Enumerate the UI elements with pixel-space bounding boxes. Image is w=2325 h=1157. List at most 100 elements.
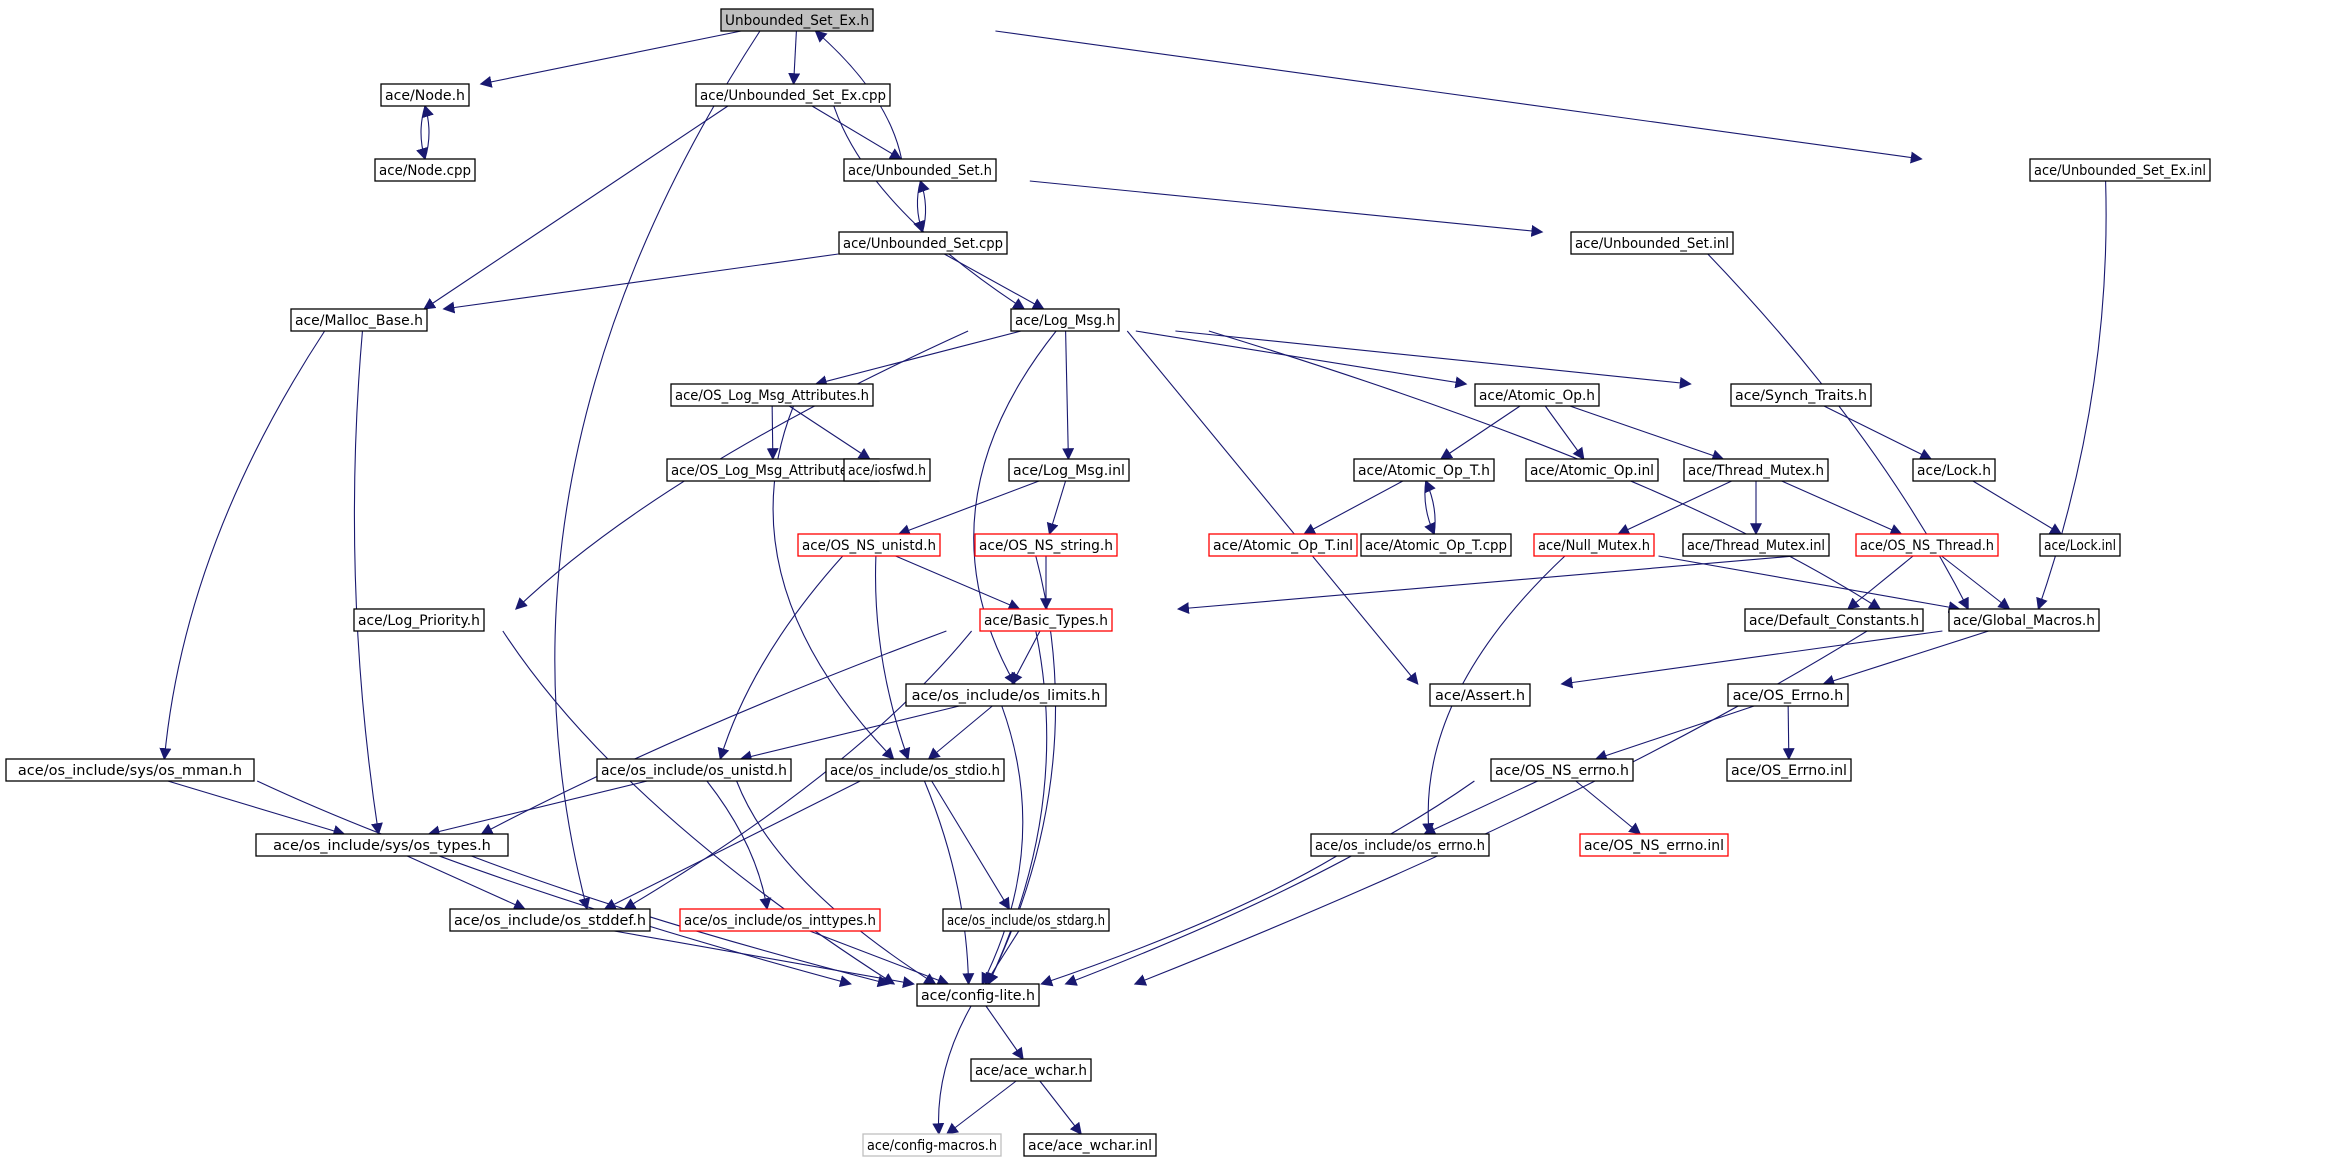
file-node[interactable]: ace/OS_Errno.inl	[1726, 758, 1852, 782]
file-node[interactable]: ace/OS_Errno.h	[1727, 683, 1849, 707]
dependency-edge	[422, 104, 434, 160]
file-node[interactable]: ace/os_include/os_inttypes.h	[679, 908, 881, 932]
file-node[interactable]: ace/Atomic_Op.inl	[1525, 458, 1659, 482]
file-node-box	[1912, 458, 1996, 482]
file-node[interactable]: ace/OS_NS_unistd.h	[797, 533, 941, 557]
dependency-edge	[875, 555, 911, 761]
file-node[interactable]: ace/Null_Mutex.h	[1533, 533, 1655, 557]
dependency-edge	[931, 780, 1010, 911]
file-node-label: ace/Log_Msg.h	[1015, 313, 1115, 329]
file-node[interactable]: ace/ace_wchar.h	[970, 1058, 1092, 1082]
file-node-label: ace/OS_Log_Msg_Attributes.inl	[671, 463, 875, 479]
file-node[interactable]: ace/Lock.h	[1912, 458, 1996, 482]
file-node[interactable]: ace/config-lite.h	[916, 983, 1040, 1007]
dependency-edge	[442, 253, 839, 314]
file-node[interactable]: ace/OS_Log_Msg_Attributes.h	[670, 383, 874, 407]
file-node[interactable]: Unbounded_Set_Ex.h	[720, 8, 874, 32]
dependency-edge	[706, 780, 772, 911]
file-node[interactable]: ace/os_include/sys/os_types.h	[255, 833, 509, 857]
file-node-box	[1579, 833, 1729, 857]
file-node-label: ace/Thread_Mutex.h	[1688, 463, 1824, 479]
file-node-box	[374, 158, 476, 182]
file-node[interactable]: ace/os_include/sys/os_mman.h	[5, 758, 255, 782]
dependency-edge	[1847, 555, 1914, 610]
dependency-edge	[1658, 555, 1961, 614]
dependency-edge	[945, 1080, 1017, 1135]
file-node-label: ace/Thread_Mutex.inl	[1687, 538, 1825, 554]
file-node[interactable]: ace/os_include/os_limits.h	[905, 683, 1107, 707]
file-node-box	[825, 758, 1005, 782]
file-node-label: ace/os_include/sys/os_types.h	[273, 838, 491, 854]
file-node[interactable]: ace/Log_Priority.h	[353, 608, 485, 632]
file-node[interactable]: ace/config-macros.h	[862, 1133, 1002, 1157]
file-node[interactable]: ace/OS_NS_string.h	[974, 533, 1118, 557]
file-node-box	[2039, 533, 2121, 557]
file-node-label: ace/Default_Constants.h	[1749, 613, 1919, 629]
dependency-edge	[1617, 480, 1732, 535]
dependency-edge	[895, 555, 1021, 611]
file-node-box	[596, 758, 792, 782]
dependency-edge	[1822, 630, 1989, 687]
file-node[interactable]: ace/Log_Msg.h	[1010, 308, 1120, 332]
file-node[interactable]: ace/Thread_Mutex.inl	[1682, 533, 1830, 557]
file-node[interactable]: ace/Unbounded_Set.inl	[1570, 231, 1734, 255]
file-node[interactable]: ace/Unbounded_Set_Ex.cpp	[695, 83, 891, 107]
file-node-label: ace/Unbounded_Set.inl	[1575, 236, 1729, 252]
dependency-edge	[811, 105, 902, 160]
file-node[interactable]: ace/os_include/os_stdarg.h	[942, 908, 1110, 932]
file-node[interactable]: ace/Lock.inl	[2039, 533, 2121, 557]
file-node[interactable]: ace/Assert.h	[1429, 683, 1531, 707]
dependency-edge	[471, 855, 890, 988]
file-node-label: ace/OS_Log_Msg_Attributes.h	[675, 388, 869, 404]
dependency-edge	[1064, 780, 1475, 986]
file-node[interactable]: ace/ace_wchar.inl	[1023, 1133, 1157, 1157]
dependency-edge	[788, 30, 801, 86]
file-node-box	[970, 1058, 1092, 1082]
file-node-label: ace/Synch_Traits.h	[1735, 388, 1867, 404]
dependency-edge	[987, 630, 1048, 986]
file-node-label: Unbounded_Set_Ex.h	[725, 13, 869, 29]
dependency-edge	[1823, 405, 1933, 460]
file-node[interactable]: ace/Atomic_Op_T.h	[1353, 458, 1495, 482]
file-node-box	[1008, 458, 1130, 482]
file-node-label: ace/Unbounded_Set_Ex.cpp	[700, 88, 886, 104]
file-node-label: ace/Assert.h	[1435, 688, 1525, 704]
file-node[interactable]: ace/os_include/os_stdio.h	[825, 758, 1005, 782]
file-node[interactable]: ace/os_include/os_errno.h	[1310, 833, 1490, 857]
file-node[interactable]: ace/Unbounded_Set.h	[843, 158, 997, 182]
file-node-label: ace/OS_NS_errno.inl	[1584, 838, 1724, 854]
file-node[interactable]: ace/Unbounded_Set.cpp	[838, 231, 1008, 255]
file-node[interactable]: ace/Node.cpp	[374, 158, 476, 182]
file-node[interactable]: ace/OS_NS_errno.inl	[1579, 833, 1729, 857]
file-node[interactable]: ace/Malloc_Base.h	[290, 308, 428, 332]
file-node[interactable]: ace/Atomic_Op_T.cpp	[1360, 533, 1512, 557]
file-node[interactable]: ace/Thread_Mutex.h	[1683, 458, 1829, 482]
file-node[interactable]: ace/OS_NS_errno.h	[1490, 758, 1634, 782]
file-node-box	[905, 683, 1107, 707]
file-node[interactable]: ace/Synch_Traits.h	[1730, 383, 1872, 407]
file-node-box	[1533, 533, 1655, 557]
dependency-edge	[1782, 705, 1795, 761]
file-node-label: ace/Lock.h	[1917, 463, 1991, 479]
file-node[interactable]: ace/Basic_Types.h	[979, 608, 1113, 632]
dependency-edge	[479, 30, 742, 88]
file-node[interactable]: ace/Atomic_Op_T.inl	[1208, 533, 1358, 557]
dependency-edge	[1135, 330, 1468, 389]
file-node[interactable]: ace/Node.h	[380, 83, 470, 107]
file-node[interactable]: ace/Log_Msg.inl	[1008, 458, 1130, 482]
file-node[interactable]: ace/Atomic_Op.h	[1474, 383, 1600, 407]
file-node-box	[862, 1133, 1002, 1157]
dependency-edge	[353, 330, 383, 836]
file-node[interactable]: ace/Global_Macros.h	[1948, 608, 2100, 632]
file-node[interactable]: ace/Unbounded_Set_Ex.inl	[2029, 158, 2211, 182]
file-node[interactable]: ace/OS_NS_Thread.h	[1855, 533, 1999, 557]
file-node[interactable]: ace/os_include/os_stddef.h	[449, 908, 651, 932]
file-node[interactable]: ace/os_include/os_unistd.h	[596, 758, 792, 782]
file-node-box	[1490, 758, 1634, 782]
file-node[interactable]: ace/Default_Constants.h	[1744, 608, 1924, 632]
file-node[interactable]: ace/iosfwd.h	[843, 458, 931, 482]
file-node-label: ace/os_include/os_unistd.h	[601, 763, 787, 779]
dependency-edge	[427, 780, 648, 838]
dependency-edge	[918, 179, 930, 233]
dependency-edge	[1569, 405, 1725, 462]
